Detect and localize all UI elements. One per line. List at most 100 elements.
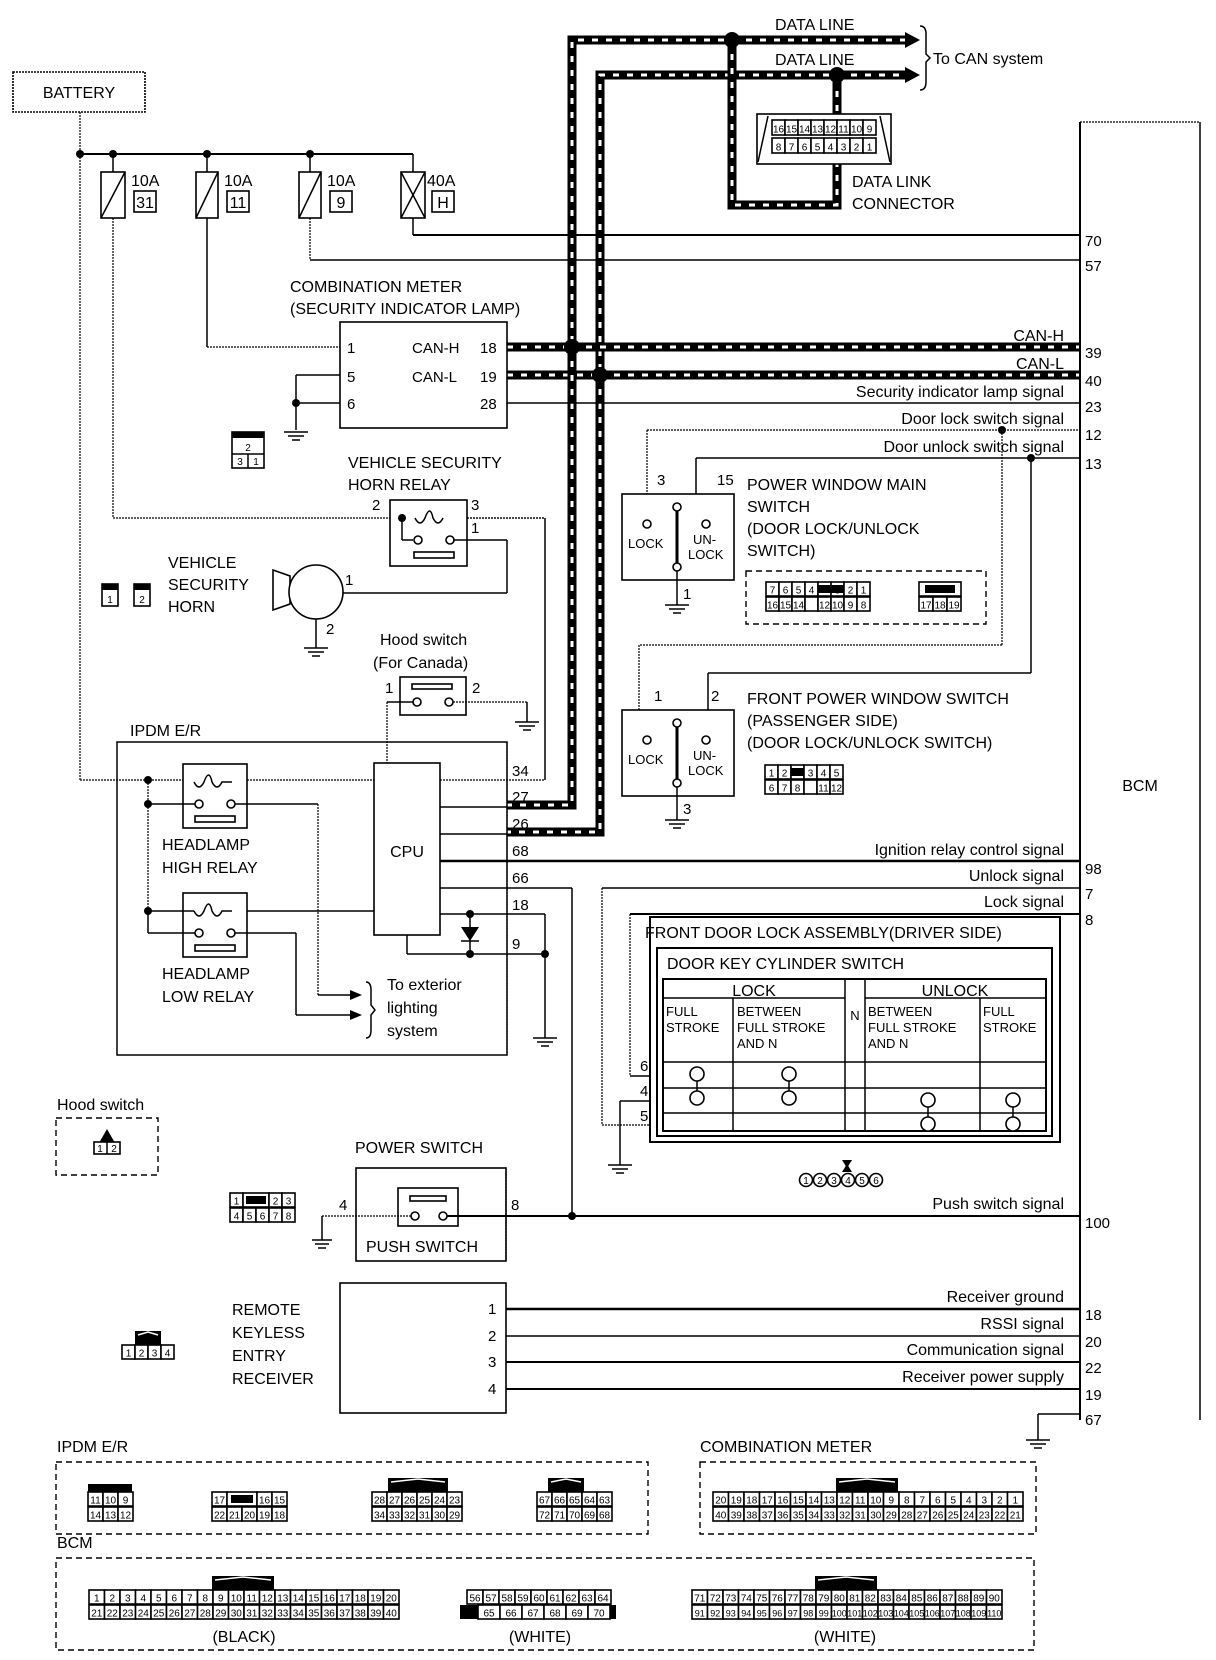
connector-pin: 1	[126, 1349, 132, 1360]
connector-cell	[868, 1172, 884, 1188]
connector-pin: 4	[165, 1349, 171, 1360]
connector-pin: 11	[818, 784, 829, 795]
connector-pin: 35	[308, 1609, 320, 1620]
headlamp-high-relay-label: HEADLAMP	[162, 837, 250, 854]
pin: 2	[326, 621, 334, 638]
connector-pin: 68	[599, 1511, 611, 1522]
connector-pin: 7	[782, 784, 788, 795]
connector-pin: 33	[389, 1511, 401, 1522]
pin: 3	[488, 1354, 496, 1371]
data-line-label: DATA LINE	[775, 52, 854, 69]
connector-pin: 99	[819, 1609, 829, 1619]
cpu-label: CPU	[390, 844, 424, 861]
connector-pin: 1	[861, 586, 867, 597]
connector-pin: 34	[374, 1511, 386, 1522]
connector-pin: 24	[138, 1609, 150, 1620]
connector-pin: 30	[870, 1511, 882, 1522]
fuse-rating: 40A	[427, 173, 456, 190]
connector-pin: 15	[786, 125, 798, 136]
connector-pin: 3	[152, 1349, 158, 1360]
connector-pin: 1	[769, 769, 775, 780]
connector-legend: IPDM E/R COMBINATION METER BCM (BLACK) (…	[55, 1439, 1037, 1651]
connector-cell	[862, 137, 877, 154]
combination-meter-title: COMBINATION METER	[290, 279, 462, 296]
fuse-h: 40A H	[400, 171, 456, 219]
connector-pin: 20	[244, 1511, 256, 1522]
ground-icon	[533, 1037, 557, 1047]
connector-pin: 10	[870, 1496, 882, 1507]
connector-pin: 72	[539, 1511, 551, 1522]
horn-title: HORN	[168, 599, 215, 616]
pw-main-title: SWITCH	[747, 499, 810, 516]
connector-pin: 6	[935, 1496, 941, 1507]
connector-pin: 11	[838, 125, 849, 136]
fuse-9: 10A 9	[298, 154, 356, 219]
connector-pin: 71	[694, 1594, 706, 1605]
connector-pin: 14	[793, 601, 805, 612]
pin: 4	[339, 1197, 347, 1214]
connector-pin: 26	[404, 1496, 416, 1507]
connector-pin: 13	[277, 1594, 289, 1605]
connector-pin: 33	[277, 1609, 289, 1620]
connector-pin: 13	[812, 125, 824, 136]
connector-cell	[117, 1491, 134, 1507]
ground-icon	[665, 819, 689, 829]
pin: 1	[683, 586, 691, 603]
connector-pin: 67	[539, 1496, 551, 1507]
pin: 1	[385, 680, 393, 697]
connector-pin: 18	[746, 1496, 758, 1507]
pw-main-title: SWITCH)	[747, 543, 815, 560]
fuse-number: 31	[136, 195, 154, 212]
hood-switch-connector: Hood switch 1 2	[55, 1097, 159, 1176]
between-header: BETWEEN	[868, 1004, 932, 1019]
pw-pass-title: (PASSENGER SIDE)	[747, 713, 898, 730]
connector-hood	[836, 1478, 898, 1492]
fuse-number: 9	[337, 195, 346, 212]
pin: 2	[372, 497, 380, 514]
connector-pin: 70	[569, 1511, 581, 1522]
connector-pin: 6	[769, 784, 775, 795]
signal-label-canh: CAN-H	[1013, 328, 1064, 345]
connector-pin: 58	[501, 1594, 513, 1605]
connector-pin: 84	[896, 1594, 908, 1605]
connector-pin: 80	[834, 1594, 846, 1605]
pin: 2	[472, 680, 480, 697]
connector-cell	[587, 1604, 611, 1620]
connector-cavity	[803, 779, 818, 795]
connector-pin: 63	[581, 1594, 593, 1605]
connector-pin: 2	[139, 595, 145, 606]
connector-pin: 87	[942, 1594, 954, 1605]
connector-pin: 31	[246, 1609, 258, 1620]
dlc-label: DATA LINK	[852, 174, 932, 191]
connector-pin: 6	[873, 1176, 879, 1187]
legend-ipdm-title: IPDM E/R	[57, 1439, 128, 1456]
connector-cell	[271, 1491, 288, 1507]
connector-pin: 17	[762, 1496, 774, 1507]
battery: BATTERY	[12, 71, 146, 113]
connector-pin: 92	[710, 1609, 720, 1619]
connector-pin: 1	[867, 143, 873, 154]
lock-label: LOCK	[628, 752, 664, 767]
connector-pin: 16	[324, 1594, 336, 1605]
connector-pin: 78	[803, 1594, 815, 1605]
connector-pin: 26	[932, 1511, 944, 1522]
connector-pin: 6	[260, 1212, 266, 1223]
connector-pin: 2	[854, 143, 860, 154]
connector-pin: 73	[725, 1594, 737, 1605]
power-window-main-switch: 3 15 LOCK UN- LOCK POWER WINDOW MAIN SWI…	[621, 472, 987, 625]
connector-pin: 108	[956, 1609, 971, 1619]
to-exterior-label: lighting	[387, 1000, 438, 1017]
pin: 9	[512, 936, 520, 953]
receiver-title: KEYLESS	[232, 1325, 305, 1342]
connector-lock-tab	[818, 585, 844, 593]
pin: 1	[488, 1301, 496, 1318]
bcm-pin: 98	[1085, 861, 1102, 878]
connector-pin: 16	[777, 1496, 789, 1507]
headlamp-low-relay-label: LOW RELAY	[162, 989, 255, 1006]
signal-label-unlock: Unlock signal	[969, 868, 1064, 885]
connector-pin: 13	[824, 1496, 836, 1507]
pin: 15	[717, 472, 734, 489]
connector-pin: 5	[859, 1176, 865, 1187]
connector-pin: 36	[777, 1511, 789, 1522]
